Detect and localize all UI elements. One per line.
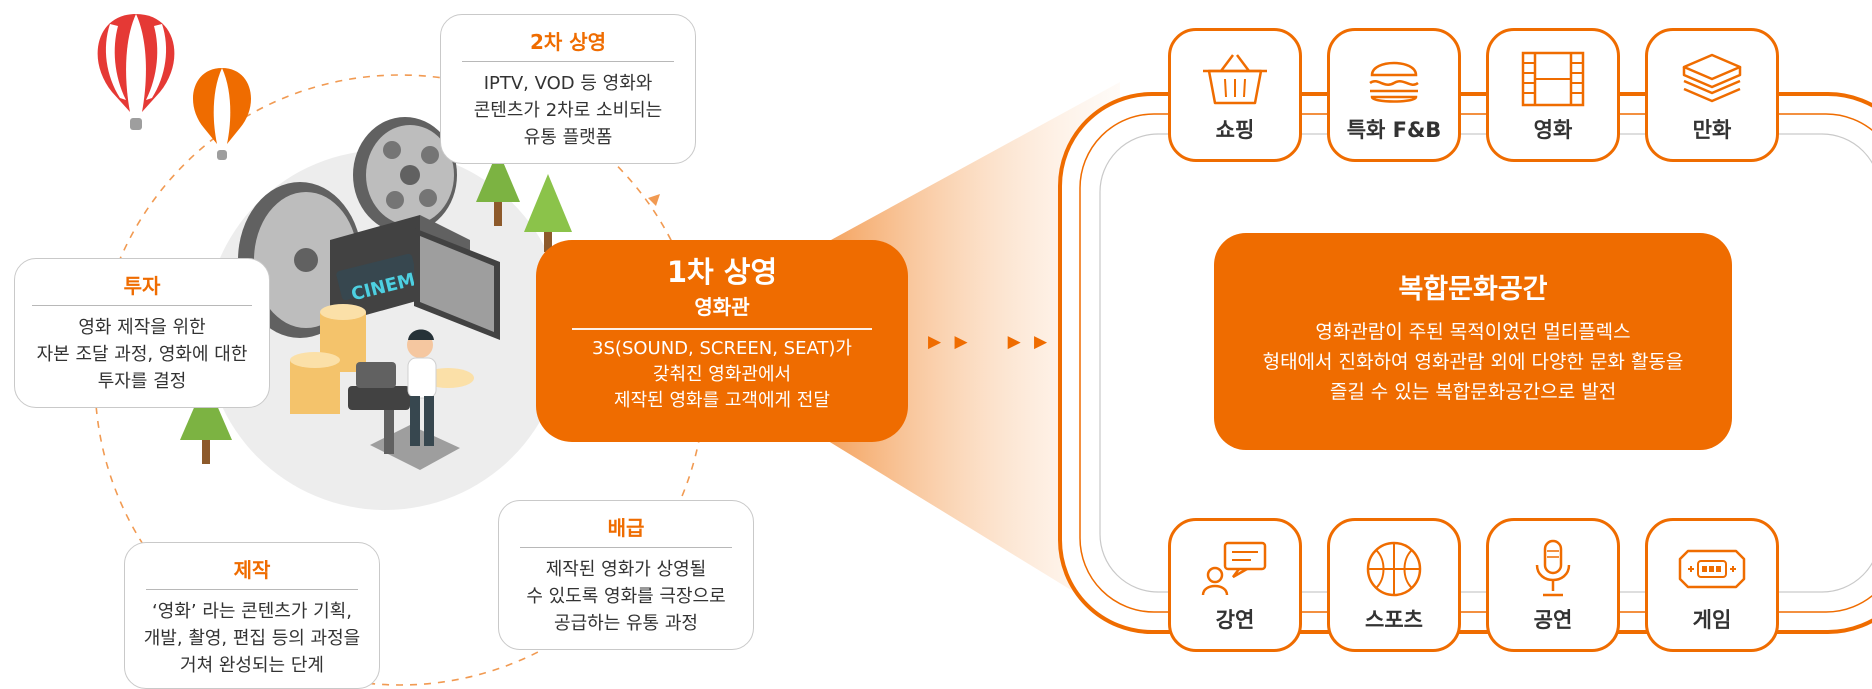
category-label: 게임 (1692, 608, 1732, 632)
investment-box: 투자 영화 제작을 위한 자본 조달 과정, 영화에 대한 투자를 결정 (14, 258, 270, 408)
production-desc: ‘영화’ 라는 콘텐츠가 기획, 개발, 촬영, 편집 등의 과정을 거쳐 완성… (143, 601, 361, 676)
ball-icon (1366, 541, 1422, 597)
tree-icon (476, 150, 520, 226)
primary-screening-desc: 3S(SOUND, SCREEN, SEAT)가 갖춰진 영화관에서 제작된 영… (592, 337, 852, 411)
investment-desc: 영화 제작을 위한 자본 조달 과정, 영화에 대한 투자를 결정 (36, 317, 248, 392)
orange-balloon (192, 68, 252, 160)
category-label: 스포츠 (1365, 608, 1423, 632)
complex-title: 복합문화공간 (1398, 274, 1548, 305)
category-label: 강연 (1215, 608, 1255, 632)
category-game: 게임 (1645, 518, 1779, 652)
arrow-group-2: ▶ ▶ (1007, 332, 1052, 352)
lecture-speech-icon (1201, 541, 1267, 596)
film-projector-illustration: CINEMA (238, 117, 500, 340)
flow-arrows: ▶ ▶ ▶ ▶ (928, 332, 1087, 352)
distribution-title: 배급 (520, 515, 732, 548)
category-label: 특화 F&B (1346, 118, 1442, 142)
category-lecture: 강연 (1168, 518, 1302, 652)
gamepad-icon (1678, 549, 1746, 589)
category-label: 쇼핑 (1215, 118, 1255, 142)
category-label: 만화 (1692, 118, 1732, 142)
arrow-group-1: ▶ ▶ (928, 332, 972, 352)
red-balloon (97, 14, 175, 130)
production-box: 제작 ‘영화’ 라는 콘텐츠가 기획, 개발, 촬영, 편집 등의 과정을 거쳐… (124, 542, 380, 689)
primary-screening-title: 1차 상영 (666, 255, 778, 289)
complex-culture-space-box: 복합문화공간 영화관람이 주된 목적이었던 멀티플렉스 형태에서 진화하여 영화… (1214, 233, 1732, 450)
category-label: 영화 (1533, 118, 1573, 142)
category-sports: 스포츠 (1327, 518, 1461, 652)
distribution-box: 배급 제작된 영화가 상영될 수 있도록 영화를 극장으로 공급하는 유통 과정 (498, 500, 754, 650)
film-strip-icon (1521, 51, 1585, 107)
tree-icon (524, 174, 572, 252)
secondary-screening-title: 2차 상영 (462, 29, 674, 62)
secondary-screening-box: 2차 상영 IPTV, VOD 등 영화와 콘텐츠가 2차로 소비되는 유통 플… (440, 14, 696, 164)
coin-stack-icon (290, 304, 474, 414)
complex-desc: 영화관람이 주된 목적이었던 멀티플렉스 형태에서 진화하여 영화관람 외에 다… (1262, 321, 1684, 403)
funnel-shape (820, 82, 1120, 620)
distribution-desc: 제작된 영화가 상영될 수 있도록 영화를 극장으로 공급하는 유통 과정 (526, 559, 726, 634)
book-stack-icon (1682, 53, 1742, 103)
burger-icon (1369, 61, 1419, 103)
production-title: 제작 (146, 557, 358, 590)
category-comics: 만화 (1645, 28, 1779, 162)
primary-screening-subtitle: 영화관 (694, 295, 750, 319)
primary-divider (572, 328, 872, 330)
shopping-basket-icon (1203, 54, 1267, 105)
cycle-arrowhead (648, 194, 660, 206)
category-movie: 영화 (1486, 28, 1620, 162)
category-performance: 공연 (1486, 518, 1620, 652)
category-shopping: 쇼핑 (1168, 28, 1302, 162)
camera-operator-illustration (348, 329, 460, 470)
secondary-screening-desc: IPTV, VOD 등 영화와 콘텐츠가 2차로 소비되는 유통 플랫폼 (473, 73, 663, 148)
microphone-icon (1535, 539, 1571, 597)
primary-screening-box: 1차 상영 영화관 3S(SOUND, SCREEN, SEAT)가 갖춰진 영… (536, 240, 908, 442)
investment-title: 투자 (32, 273, 252, 306)
category-fnb: 특화 F&B (1327, 28, 1461, 162)
category-label: 공연 (1533, 608, 1573, 632)
tree-icon (180, 380, 232, 464)
